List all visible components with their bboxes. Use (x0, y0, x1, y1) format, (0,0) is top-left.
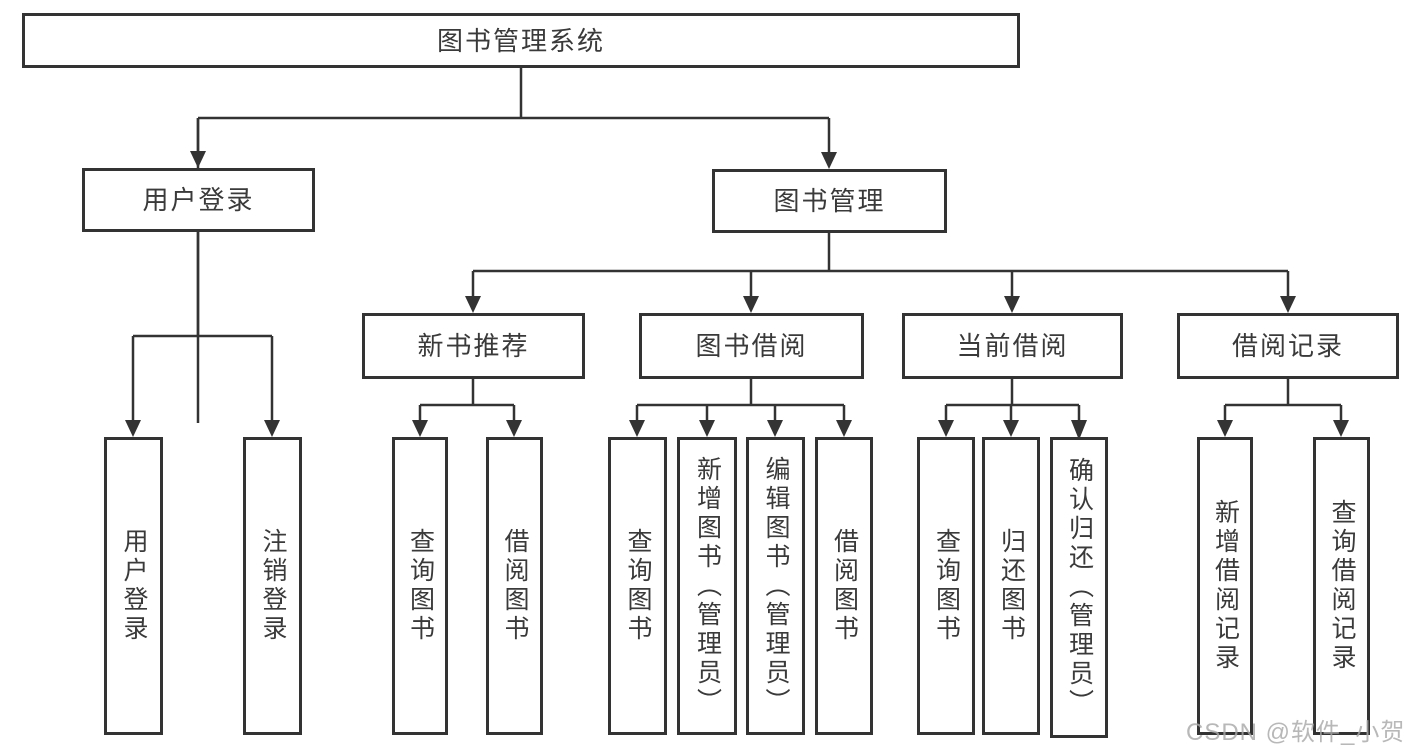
connector-borrow-records (1223, 379, 1343, 422)
leaf-confirm-return-admin: 确认归还（管理员） (1050, 437, 1108, 738)
leaf-add-book-admin: 新增图书（管理员） (677, 437, 737, 735)
node-user-login: 用户登录 (82, 168, 315, 232)
csdn-watermark: CSDN @软件_小贺同学 (1186, 719, 1405, 746)
node-borrow-records: 借阅记录 (1177, 313, 1399, 379)
leaf-borrow-books-recommend: 借阅图书 (486, 437, 543, 735)
arrowheads (125, 151, 1349, 440)
leaf-edit-book-admin: 编辑图书（管理员） (746, 437, 805, 735)
leaf-borrow-books: 借阅图书 (815, 437, 873, 735)
node-new-book-recommend: 新书推荐 (362, 313, 585, 379)
node-root: 图书管理系统 (22, 13, 1020, 68)
connector-book-borrow (635, 379, 846, 422)
leaf-user-login: 用户登录 (104, 437, 163, 735)
leaf-logout: 注销登录 (243, 437, 302, 735)
leaf-query-books-recommend: 查询图书 (392, 437, 448, 735)
leaf-return-books: 归还图书 (982, 437, 1040, 735)
connector-current-borrow (944, 379, 1081, 422)
connector-root (196, 68, 831, 423)
node-book-borrow: 图书借阅 (639, 313, 864, 379)
leaf-query-books-current: 查询图书 (917, 437, 975, 735)
leaf-query-books-borrow: 查询图书 (608, 437, 667, 735)
connector-book-mgmt (471, 233, 1290, 299)
connector-new-book (418, 379, 516, 422)
connector-user-login (131, 232, 274, 422)
node-current-borrow: 当前借阅 (902, 313, 1123, 379)
node-book-management: 图书管理 (712, 169, 947, 233)
leaf-add-borrow-record: 新增借阅记录 (1197, 437, 1253, 735)
leaf-query-borrow-record: 查询借阅记录 (1313, 437, 1370, 735)
